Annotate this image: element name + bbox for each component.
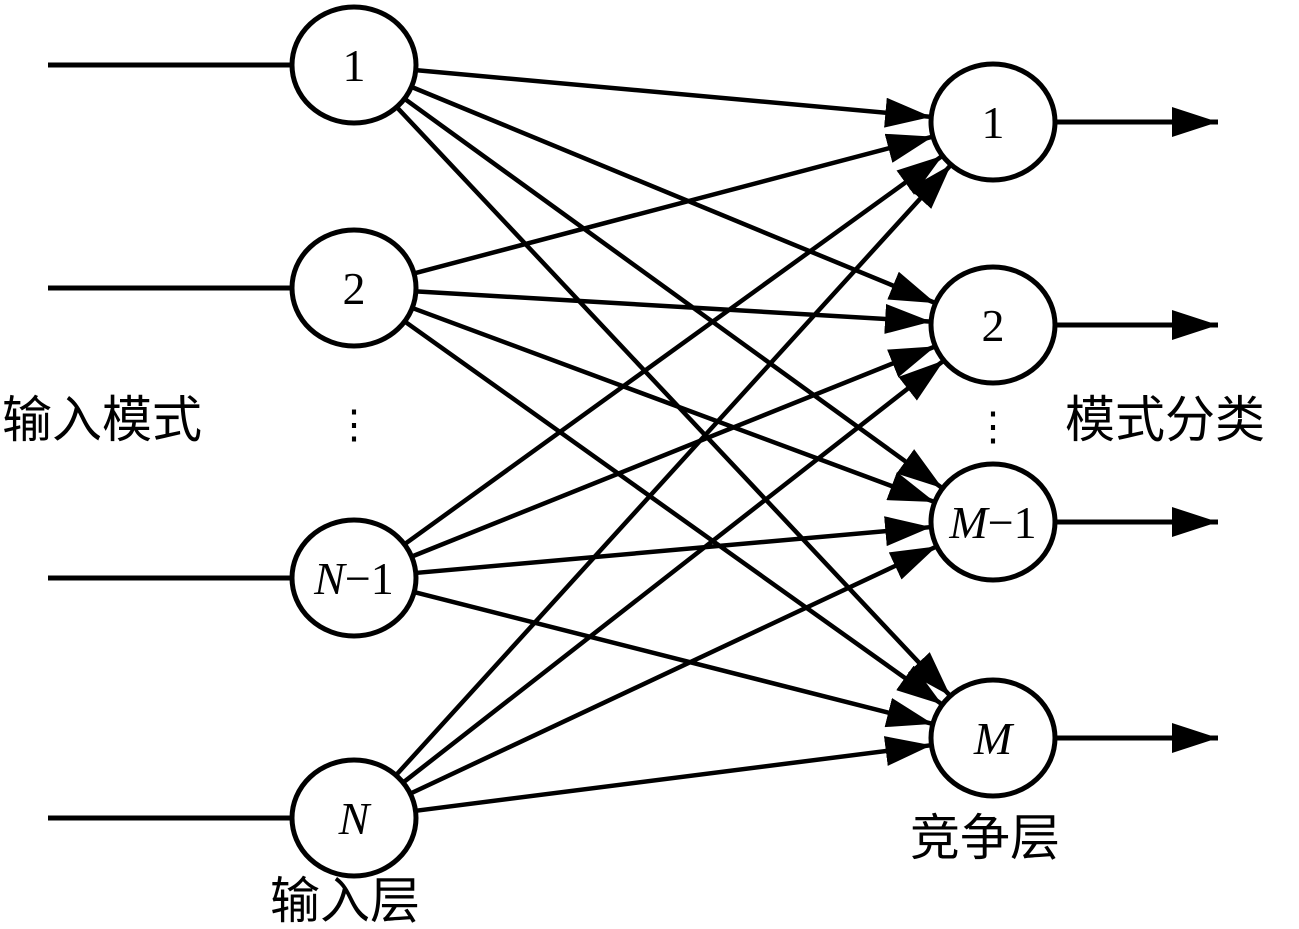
node-label-variable: M [973, 713, 1015, 764]
connection-in1-outM [395, 105, 952, 698]
node-circle [289, 517, 419, 639]
connection-inN1-outM [413, 589, 934, 728]
output-ellipsis: ⋮ [973, 404, 1013, 449]
connection-in1-out1 [415, 67, 932, 128]
node-label: N [338, 793, 372, 844]
node-circle [289, 227, 419, 349]
connections [394, 67, 953, 814]
input-pattern-label: 输入模式 [2, 391, 202, 449]
node-label: 1 [343, 40, 366, 91]
node-circle [928, 264, 1058, 386]
node-circle [928, 461, 1058, 583]
connection-inN-outM1 [409, 544, 938, 796]
connection-in2-out2 [415, 289, 932, 334]
pattern-classification-label: 模式分类 [1065, 391, 1265, 449]
output-arrows [1055, 107, 1218, 753]
node-circle [289, 757, 419, 879]
node-label: 1 [982, 97, 1005, 148]
node-label-variable: N [338, 793, 372, 844]
node-label-variable: N [313, 553, 347, 604]
node-label: M [973, 713, 1015, 764]
input-node-in1: 1 [289, 4, 419, 126]
node-label: N−1 [313, 553, 394, 604]
competition-layer-nodes: 12M−1M [928, 61, 1058, 799]
node-label-number: −1 [988, 497, 1037, 548]
connection-in1-out2 [410, 84, 937, 306]
input-node-inN1: N−1 [289, 517, 419, 639]
competition-node-outM: M [928, 677, 1058, 799]
node-circle [289, 4, 419, 126]
connection-inN1-out2 [410, 344, 937, 559]
node-circle [928, 61, 1058, 183]
connection-inN-outM [415, 736, 932, 814]
node-label-number: 1 [982, 97, 1005, 148]
input-node-in2: 2 [289, 227, 419, 349]
connection-inN-out2 [401, 358, 946, 785]
connection-in2-out1 [413, 133, 934, 276]
node-label-number: 2 [982, 300, 1005, 351]
competition-node-out1: 1 [928, 61, 1058, 183]
competition-node-out2: 2 [928, 264, 1058, 386]
node-label: 2 [343, 263, 366, 314]
connection-in2-outM [403, 319, 944, 707]
node-circle [928, 677, 1058, 799]
input-node-inN: N [289, 757, 419, 879]
node-label-number: 2 [343, 263, 366, 314]
connection-inN-out1 [394, 163, 953, 777]
connection-inN1-out1 [403, 153, 944, 547]
node-label-number: 1 [343, 40, 366, 91]
node-label: 2 [982, 300, 1005, 351]
node-label: M−1 [948, 497, 1036, 548]
node-label-number: −1 [345, 553, 394, 604]
input-layer-label: 输入层 [270, 872, 420, 929]
input-lines [48, 62, 292, 821]
competition-layer-label: 竞争层 [910, 809, 1060, 867]
input-ellipsis: ⋮ [334, 402, 374, 447]
node-label-variable: M [948, 497, 990, 548]
connection-in2-outM1 [411, 305, 936, 505]
input-layer-nodes: 12N−1N [289, 4, 419, 879]
connection-inN1-outM1 [415, 516, 932, 576]
connection-in1-outM1 [403, 96, 944, 491]
competition-node-outM1: M−1 [928, 461, 1058, 583]
